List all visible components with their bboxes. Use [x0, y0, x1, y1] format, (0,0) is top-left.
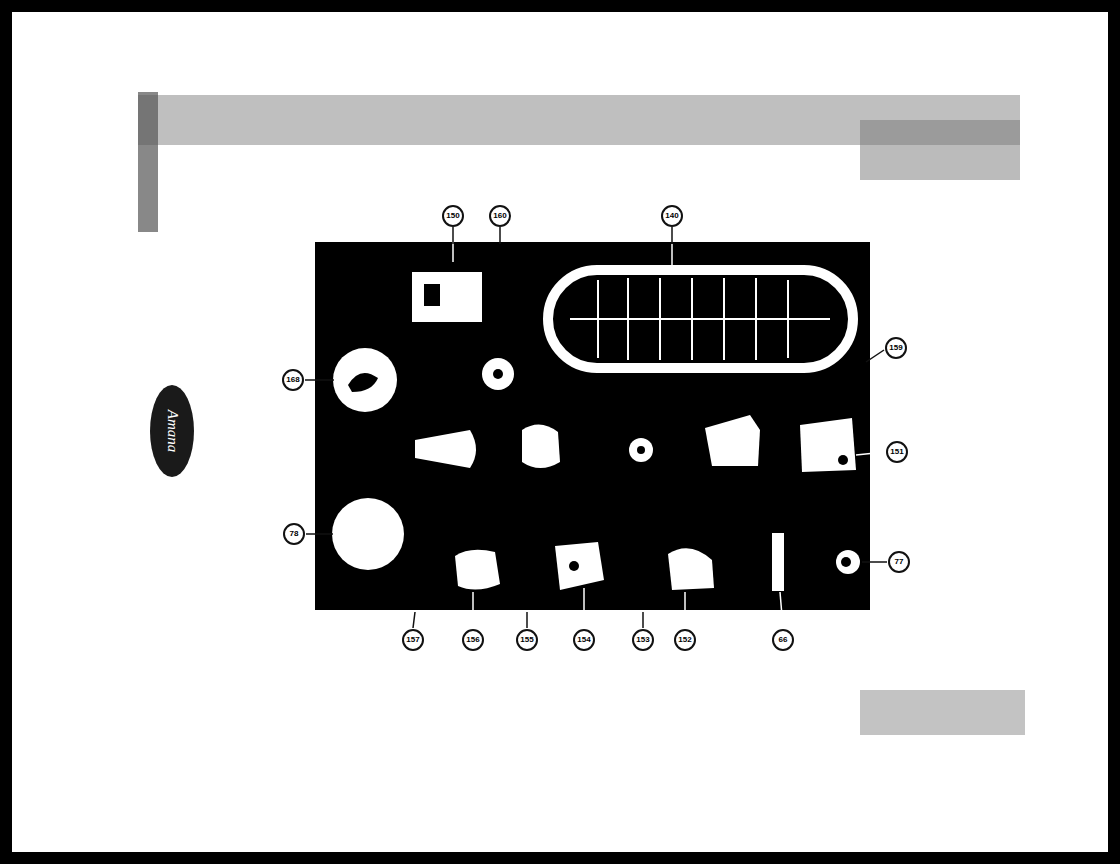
callout-number: 157 [402, 629, 424, 651]
callout-number: 154 [573, 629, 595, 651]
scan-band [138, 92, 158, 232]
callout-number: 160 [489, 205, 511, 227]
callout-number: 151 [886, 441, 908, 463]
callout-number: 153 [632, 629, 654, 651]
scan-edge [1108, 0, 1120, 864]
scan-band [860, 120, 1020, 180]
parts [332, 270, 860, 591]
scan-edge [0, 852, 1120, 864]
callout-number: 66 [772, 629, 794, 651]
callout-number: 168 [282, 369, 304, 391]
callout-number: 77 [888, 551, 910, 573]
brand-name: Amana [164, 410, 181, 453]
callout-number: 156 [462, 629, 484, 651]
scan-band [860, 690, 1025, 735]
scan-edge [0, 0, 12, 864]
brand-logo: Amana [150, 385, 194, 477]
callout-number: 78 [283, 523, 305, 545]
black-board [315, 242, 870, 610]
scan-edge [0, 0, 1120, 12]
callout-number: 140 [661, 205, 683, 227]
callout-number: 155 [516, 629, 538, 651]
callout-number: 152 [674, 629, 696, 651]
callout-number: 150 [442, 205, 464, 227]
callout-number: 159 [885, 337, 907, 359]
leader-lines [305, 227, 887, 628]
